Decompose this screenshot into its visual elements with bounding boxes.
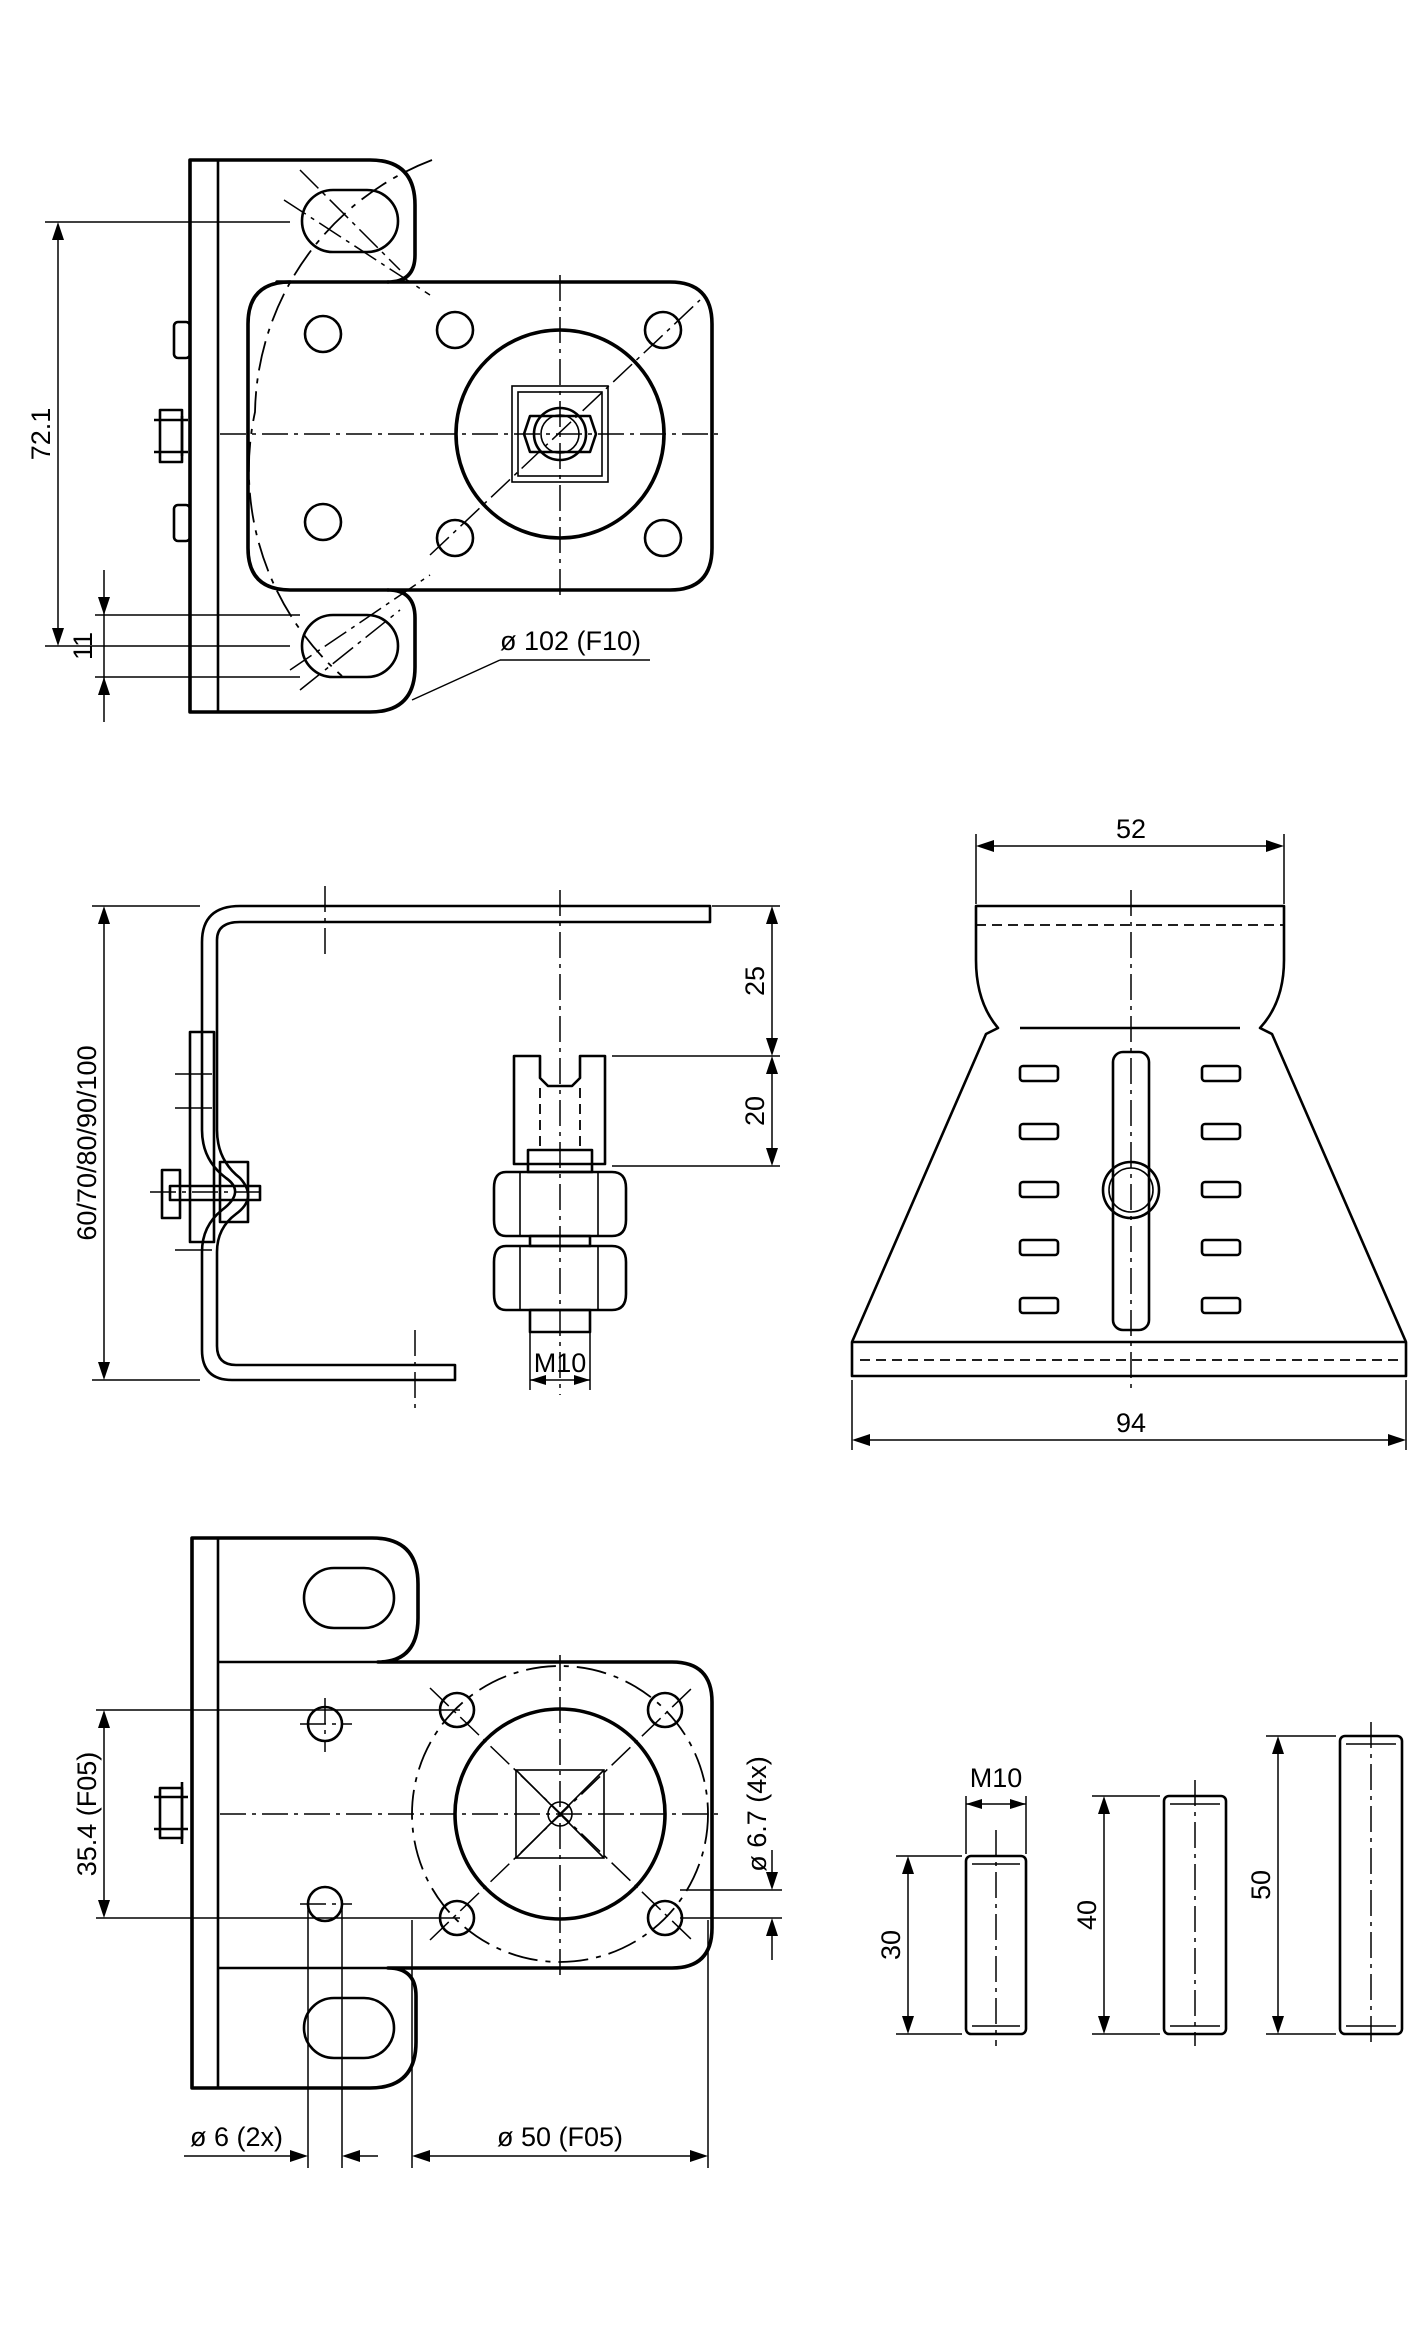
dim-52: 52	[975, 814, 1285, 904]
dim-bracket-heights: 60/70/80/90/100	[72, 905, 200, 1381]
bottom-view: 35.4 (F05) ø 6.7 (4x) ø 6 (2x) ø	[72, 1536, 782, 2168]
stud-30	[964, 1830, 1028, 2046]
dim-6-7-label: ø 6.7 (4x)	[742, 1756, 772, 1872]
dim-50-stud-label: 50	[1246, 1870, 1276, 1900]
bracket-heights-label: 60/70/80/90/100	[72, 1045, 102, 1240]
dim-25-label: 25	[740, 966, 770, 996]
bolt-circle-f10-label: ø 102 (F10)	[500, 626, 641, 656]
dim-72-1-label: 72.1	[26, 408, 56, 461]
dim-11-label: 11	[68, 632, 98, 660]
top-view-outline	[154, 158, 714, 714]
stud-50	[1338, 1722, 1404, 2046]
top-view-centerlines	[220, 169, 720, 691]
dim-52-label: 52	[1116, 814, 1146, 844]
m10-stud-label: M10	[970, 1763, 1023, 1793]
dim-50: ø 50 (F05)	[411, 1920, 709, 2168]
dim-30-label: 30	[876, 1930, 906, 1960]
bottom-outline	[154, 1536, 714, 2090]
dim-30: 30	[876, 1855, 962, 2035]
dim-m10-stud: M10	[965, 1763, 1027, 1854]
bottom-centerlines	[220, 1655, 720, 1975]
dim-35-4: 35.4 (F05)	[72, 1709, 460, 1919]
side-clamp	[160, 1030, 262, 1251]
m10-side-label: M10	[534, 1348, 587, 1378]
front-view: 52 94	[850, 814, 1408, 1450]
dim-40-label: 40	[1072, 1900, 1102, 1930]
dim-20-label: 20	[740, 1096, 770, 1126]
bolt-circle-f10	[248, 159, 433, 677]
stud-40	[1162, 1780, 1228, 2046]
side-centerlines	[150, 886, 561, 1408]
dim-bolt-circle-f10: ø 102 (F10)	[411, 626, 650, 701]
dim-6-label: ø 6 (2x)	[190, 2122, 283, 2152]
dim-25: 25	[612, 905, 780, 1057]
top-view: 72.1 11 ø 102 (F10)	[26, 158, 720, 722]
dim-m10-side: M10	[529, 1332, 591, 1390]
front-slots	[1018, 1050, 1242, 1332]
bracket-profile	[200, 904, 712, 1382]
dim-50-stud: 50	[1246, 1735, 1336, 2035]
top-view-holes	[303, 310, 683, 558]
dim-50-label: ø 50 (F05)	[497, 2122, 623, 2152]
studs: M10 30 40 50	[876, 1722, 1404, 2046]
dim-6-7: ø 6.7 (4x)	[680, 1756, 782, 1960]
dim-94-label: 94	[1116, 1408, 1146, 1438]
top-view-slots	[300, 188, 400, 679]
dim-72-1: 72.1	[26, 221, 290, 647]
dim-35-4-label: 35.4 (F05)	[72, 1752, 102, 1877]
dim-11: 11	[68, 570, 300, 722]
dim-94: 94	[851, 1380, 1407, 1450]
dim-20: 20	[612, 1056, 780, 1167]
side-view: 60/70/80/90/100 25 20 M10	[72, 886, 780, 1408]
dim-6: ø 6 (2x)	[184, 1904, 378, 2168]
dim-40: 40	[1072, 1795, 1160, 2035]
front-outline	[850, 904, 1408, 1378]
